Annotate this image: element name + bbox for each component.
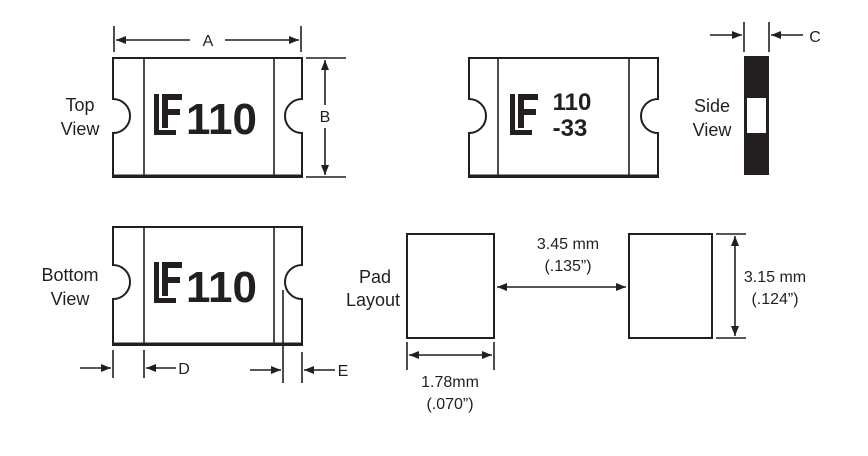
- alt-marking-1: 110: [553, 89, 592, 116]
- bottom-view-marking: 110: [186, 263, 257, 312]
- pad-layout: Pad Layout 3.45 mm (.135”) 3.15 mm (.124…: [346, 233, 806, 413]
- pad-width-in: (.070”): [426, 396, 473, 413]
- lf-logo-alt: [510, 94, 538, 135]
- pad-layout-label-1: Pad: [359, 267, 391, 287]
- dim-b-label: B: [320, 109, 331, 126]
- pad-layout-label-2: Layout: [346, 290, 400, 310]
- bottom-view-label-2: View: [51, 289, 91, 309]
- bottom-view-label-1: Bottom: [41, 265, 98, 285]
- pad-right: [628, 233, 713, 339]
- pad-spacing-in: (.135”): [544, 258, 591, 275]
- side-view: Side View C: [693, 22, 821, 175]
- top-view-label-1: Top: [65, 95, 94, 115]
- lf-logo-bottom: [154, 262, 182, 303]
- pad-height-in: (.124”): [751, 291, 798, 308]
- top-view: 110 Top View A B: [61, 26, 346, 178]
- top-view-label-2: View: [61, 119, 101, 139]
- dim-a-label: A: [203, 33, 214, 50]
- bottom-view: 110 Bottom View D E: [41, 226, 349, 383]
- dim-e-label: E: [338, 363, 349, 380]
- lf-logo: [154, 94, 182, 135]
- pad-width-mm: 1.78mm: [421, 374, 479, 391]
- top-view-alt: 110 -33: [468, 57, 659, 178]
- pad-left: [406, 233, 495, 339]
- pad-spacing-mm: 3.45 mm: [537, 236, 599, 253]
- dim-c-label: C: [809, 29, 821, 46]
- dim-d-label: D: [178, 361, 190, 378]
- top-view-marking: 110: [186, 95, 257, 144]
- pad-height-mm: 3.15 mm: [744, 269, 806, 286]
- alt-marking-2: -33: [553, 115, 588, 142]
- side-view-label-2: View: [693, 120, 733, 140]
- side-view-label-1: Side: [694, 96, 730, 116]
